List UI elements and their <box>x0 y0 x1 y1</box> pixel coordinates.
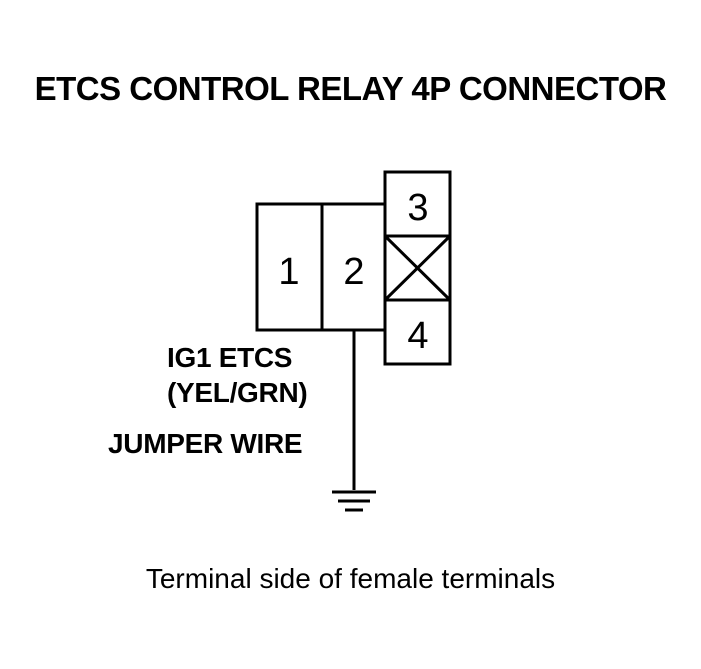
connector-housing-right <box>383 170 452 366</box>
jumper-wire-label: JUMPER WIRE <box>108 428 303 459</box>
wire-color: (YEL/GRN) <box>167 377 308 408</box>
ground-icon <box>332 490 376 512</box>
pin-4-label: 4 <box>407 315 428 357</box>
wire-signal-name: IG1 ETCS <box>167 342 293 373</box>
pin-1-label: 1 <box>278 251 299 293</box>
pin-2-label: 2 <box>343 251 364 293</box>
connector-body <box>255 170 452 366</box>
empty-cavity-x-2 <box>383 234 452 302</box>
pin-3-label: 3 <box>407 187 428 229</box>
diagram-title: ETCS CONTROL RELAY 4P CONNECTOR <box>34 70 667 107</box>
diagram-caption: Terminal side of female terminals <box>145 563 556 594</box>
